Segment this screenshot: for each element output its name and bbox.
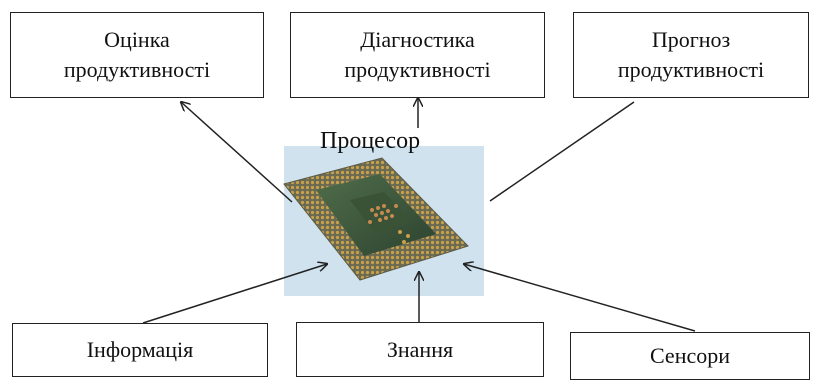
performance-evaluation-subtitle: продуктивності: [63, 57, 211, 82]
sensors-box: Сенсори: [570, 332, 810, 380]
processor-label: Процесор: [320, 128, 421, 154]
performance-forecast-box: Прогноз продуктивності: [573, 12, 809, 98]
arrow-to-evaluation: [181, 102, 293, 203]
arrow-to-forecast: [489, 101, 635, 202]
processor-chip-icon: [283, 157, 469, 281]
sensors-label: Сенсори: [649, 343, 731, 368]
performance-evaluation-title: Оцінка: [104, 27, 170, 52]
arrow-from-information: [142, 264, 327, 324]
knowledge-box: Знання: [296, 322, 544, 377]
performance-diagnostics-box: Діагностика продуктивності: [290, 12, 545, 98]
arrow-from-sensors: [464, 264, 696, 332]
performance-evaluation-box: Оцінка продуктивності: [10, 12, 264, 98]
performance-forecast-title: Прогноз: [651, 27, 731, 52]
information-box: Інформація: [12, 323, 268, 377]
performance-diagnostics-subtitle: продуктивності: [344, 57, 491, 82]
information-label: Інформація: [86, 337, 194, 362]
performance-forecast-subtitle: продуктивності: [617, 57, 765, 82]
performance-diagnostics-title: Діагностика: [360, 27, 475, 52]
knowledge-label: Знання: [386, 336, 454, 362]
